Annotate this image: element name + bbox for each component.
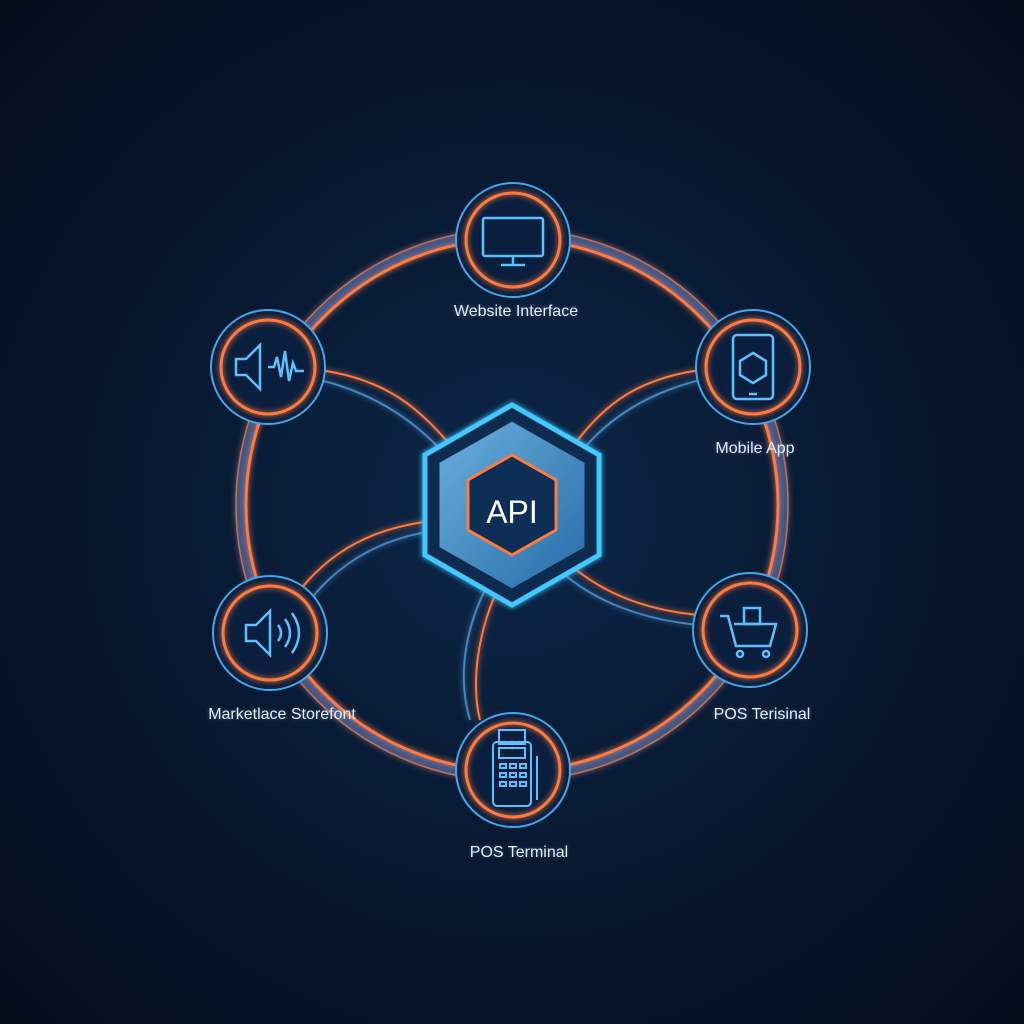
label-mobile: Mobile App bbox=[715, 440, 795, 457]
label-pos: POS Terminal bbox=[469, 844, 569, 861]
smartphone-icon bbox=[731, 333, 775, 401]
node-audio-wave[interactable] bbox=[210, 309, 326, 425]
node-cart[interactable] bbox=[692, 572, 808, 688]
label-website: Website Interface bbox=[453, 303, 579, 320]
api-hub[interactable] bbox=[422, 402, 602, 608]
pos-terminal-icon bbox=[492, 729, 538, 807]
shopping-cart-icon bbox=[720, 606, 778, 659]
node-mobile[interactable] bbox=[695, 309, 811, 425]
hub-links bbox=[299, 369, 701, 721]
node-pos[interactable] bbox=[455, 712, 571, 828]
speaker-waveform-icon bbox=[234, 341, 304, 393]
label-cart: POS Terisinal bbox=[713, 706, 811, 723]
monitor-icon bbox=[481, 216, 545, 267]
hub-label: API bbox=[486, 494, 538, 530]
label-marketplace: Marketlace Storefont bbox=[208, 706, 356, 723]
node-website[interactable] bbox=[455, 182, 571, 298]
node-marketplace[interactable] bbox=[212, 575, 328, 691]
speaker-icon bbox=[244, 607, 301, 659]
